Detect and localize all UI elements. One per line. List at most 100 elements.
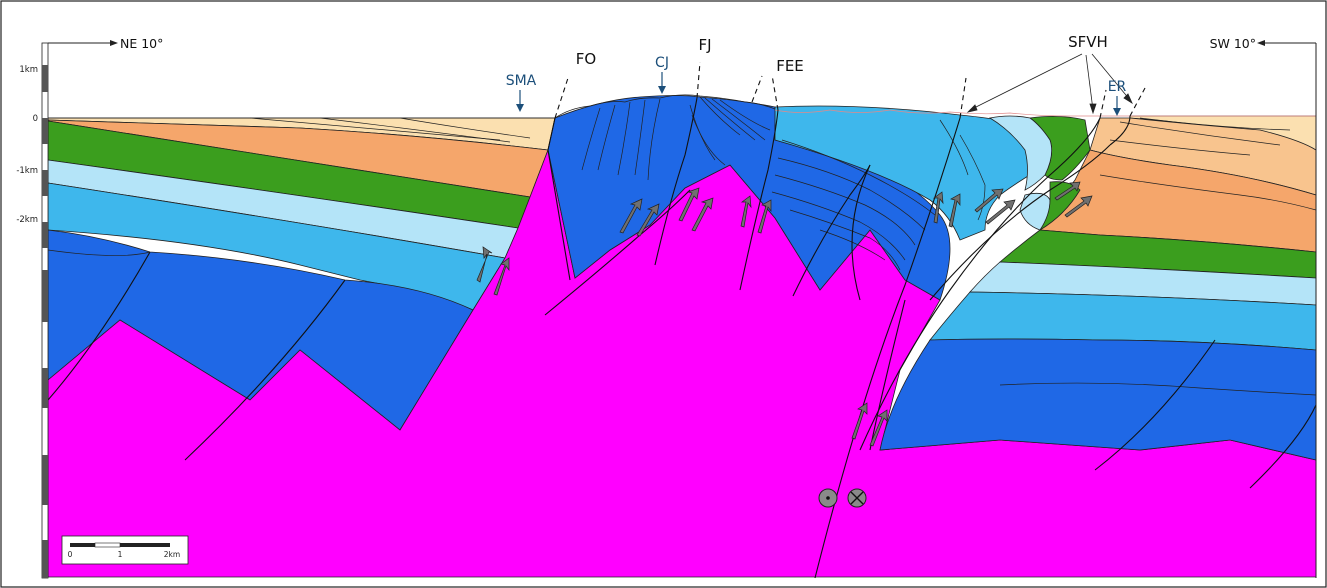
fault-label-fee: FEE [776, 57, 804, 75]
vertical-scale: 1km 0 -1km -2km [16, 42, 49, 579]
unit-dark-blue-right [879, 338, 1317, 461]
depth-tick-minus-2km: -2km [16, 215, 38, 225]
slip-arrow [740, 195, 752, 228]
diagram-stroke [120, 543, 170, 547]
fault-fee [739, 109, 779, 291]
diagram-stroke [826, 496, 830, 500]
diagram-stroke [699, 96, 741, 136]
diagram-stroke [617, 101, 631, 176]
diagram-stroke [771, 191, 906, 261]
diagram-stroke [719, 99, 771, 131]
diagram-stroke [781, 139, 936, 216]
diagram-stroke [1094, 339, 1216, 471]
diagram-stroke [658, 86, 666, 94]
diagram-stroke [61, 535, 189, 565]
fault-middle [792, 164, 871, 297]
diagram-stroke [691, 114, 726, 166]
depth-tick-0: 0 [33, 114, 38, 124]
locality-er: ER [1108, 79, 1127, 116]
diagram-stroke [647, 98, 661, 181]
unit-pale-blue-fold [988, 115, 1053, 191]
diagram-stroke [850, 491, 864, 505]
diagram-stroke [1109, 139, 1251, 156]
diagram-stroke [711, 98, 766, 141]
strike-slip-symbols [818, 488, 867, 508]
orientation-sw-label: SW 10° [1210, 36, 1256, 51]
fault-sfvh-main [814, 117, 961, 579]
unit-green-wedge-lower [1039, 181, 1081, 231]
slip-arrow [619, 198, 643, 234]
scale-tick-1: 1 [118, 550, 123, 559]
slip-arrow [691, 197, 714, 232]
diagram-stroke [1139, 117, 1291, 131]
orientation-ne-label: NE 10° [120, 36, 163, 51]
diagram-stroke [42, 118, 48, 144]
fault-fj [654, 97, 698, 266]
depth-tick-minus-1km: -1km [16, 166, 38, 176]
diagram-stroke [42, 368, 48, 408]
bedding-lines [47, 96, 1317, 396]
diagram-stroke [47, 251, 151, 401]
diagram-stroke [1249, 404, 1317, 489]
diagram-stroke [1123, 93, 1133, 105]
diagram-stroke [1091, 53, 1131, 101]
diagram-stroke [42, 222, 48, 248]
diagram-stroke [516, 104, 524, 112]
diagram-stroke [851, 164, 871, 301]
locality-label-cj: CJ [655, 55, 669, 71]
slip-arrow [869, 409, 888, 447]
fault-fo [547, 117, 571, 281]
diagram-stroke [42, 65, 48, 92]
diagram-stroke [70, 543, 95, 547]
diagram-stroke [597, 104, 616, 171]
diagram-stroke [1085, 54, 1094, 111]
diagram-stroke [634, 99, 646, 176]
fault-sfvh-2 [859, 117, 1101, 451]
slip-arrow [493, 257, 510, 296]
diagram-stroke [319, 117, 511, 143]
slip-arrow [1054, 181, 1081, 201]
slip-arrow [985, 199, 1016, 225]
geologic-units [47, 94, 1317, 578]
depth-tick-1km: 1km [19, 65, 38, 75]
diagram-stroke [999, 382, 1317, 396]
fault-label-sfvh: SFVH [1068, 33, 1108, 51]
slip-arrow [636, 203, 660, 237]
diagram-stroke [774, 109, 1316, 117]
fault-sfvh-2-upper [1099, 89, 1107, 119]
fault-fee-2 [751, 75, 763, 103]
fault-fee-upper [771, 74, 779, 111]
slip-arrow [757, 199, 772, 234]
diagram-stroke [777, 157, 926, 231]
diagram-stroke [42, 455, 48, 505]
unit-dark-blue-left [47, 229, 474, 431]
locality-cj: CJ [655, 55, 669, 94]
diagram-stroke [966, 104, 978, 113]
diagram-stroke [1113, 108, 1121, 116]
slip-arrow [678, 187, 700, 222]
diagram-stroke [1089, 103, 1097, 115]
orientation-ne: NE 10° [48, 36, 163, 51]
fault-lines [47, 61, 1317, 579]
fault-sfvh-3 [1109, 115, 1131, 146]
diagram-stroke [249, 117, 501, 141]
slip-arrow [851, 402, 868, 440]
diagram-stroke [1257, 40, 1265, 46]
scale-tick-2km: 2km [164, 550, 180, 559]
diagram-stroke [1119, 121, 1281, 146]
slip-arrow [974, 188, 1004, 213]
diagram-stroke [399, 117, 531, 139]
diagram-stroke [869, 299, 906, 451]
slip-arrow [1064, 195, 1093, 218]
fault-fj-upper [696, 61, 701, 99]
diagram-stroke [969, 53, 1083, 111]
orientation-sw: SW 10° [1210, 36, 1317, 578]
sfvh-leader-lines [966, 53, 1133, 115]
fault-sfvh-main-upper [959, 77, 967, 119]
fault-label-fj: FJ [698, 36, 711, 54]
slip-arrow [948, 193, 961, 228]
fault-fj-branch [544, 189, 691, 316]
fault-fo-upper [554, 77, 569, 119]
diagram-stroke [42, 540, 48, 578]
